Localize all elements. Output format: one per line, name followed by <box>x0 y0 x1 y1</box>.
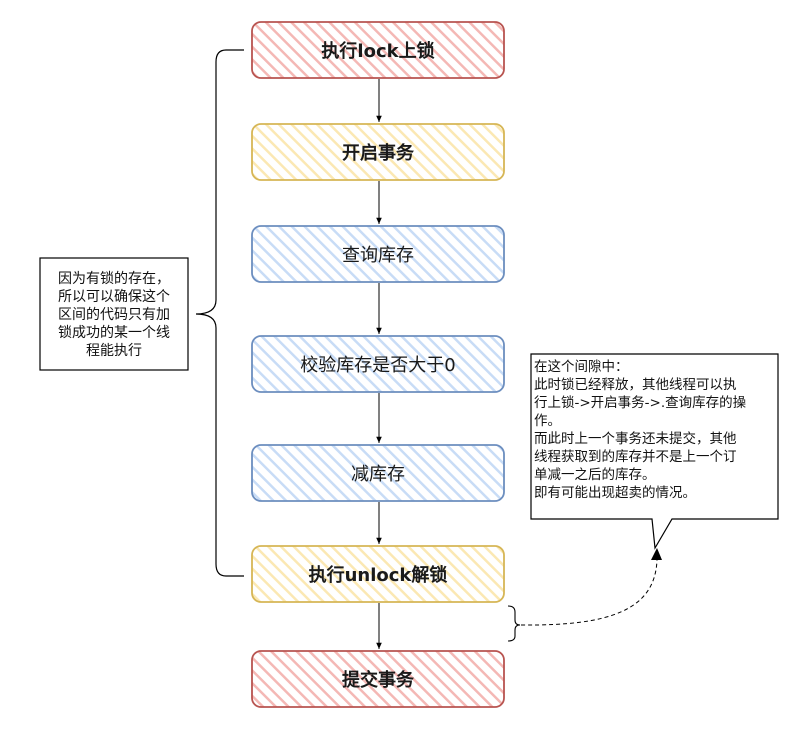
left-brace <box>195 49 244 577</box>
step-box-6[interactable] <box>251 545 505 603</box>
callout-note-text: 在这个间隙中： 此时锁已经释放，其他线程可以执 行上锁->开启事务->.查询库存… <box>534 359 747 501</box>
dashed-connector <box>520 559 658 626</box>
connector-arrowhead <box>651 548 662 560</box>
step-box-4[interactable] <box>251 335 505 393</box>
gap-brace <box>507 605 521 642</box>
step-box-7[interactable] <box>251 650 505 708</box>
left-note-box <box>39 257 189 371</box>
step-box-5[interactable] <box>251 444 505 502</box>
callout-box <box>530 353 779 550</box>
step-box-1[interactable] <box>251 21 505 79</box>
step-box-2[interactable] <box>251 123 505 181</box>
step-box-3[interactable] <box>251 225 505 283</box>
left-note-text: 因为有锁的存在， 所以可以确保这个 区间的代码只有加 锁成功的某一个线 程能执行 <box>58 271 170 359</box>
